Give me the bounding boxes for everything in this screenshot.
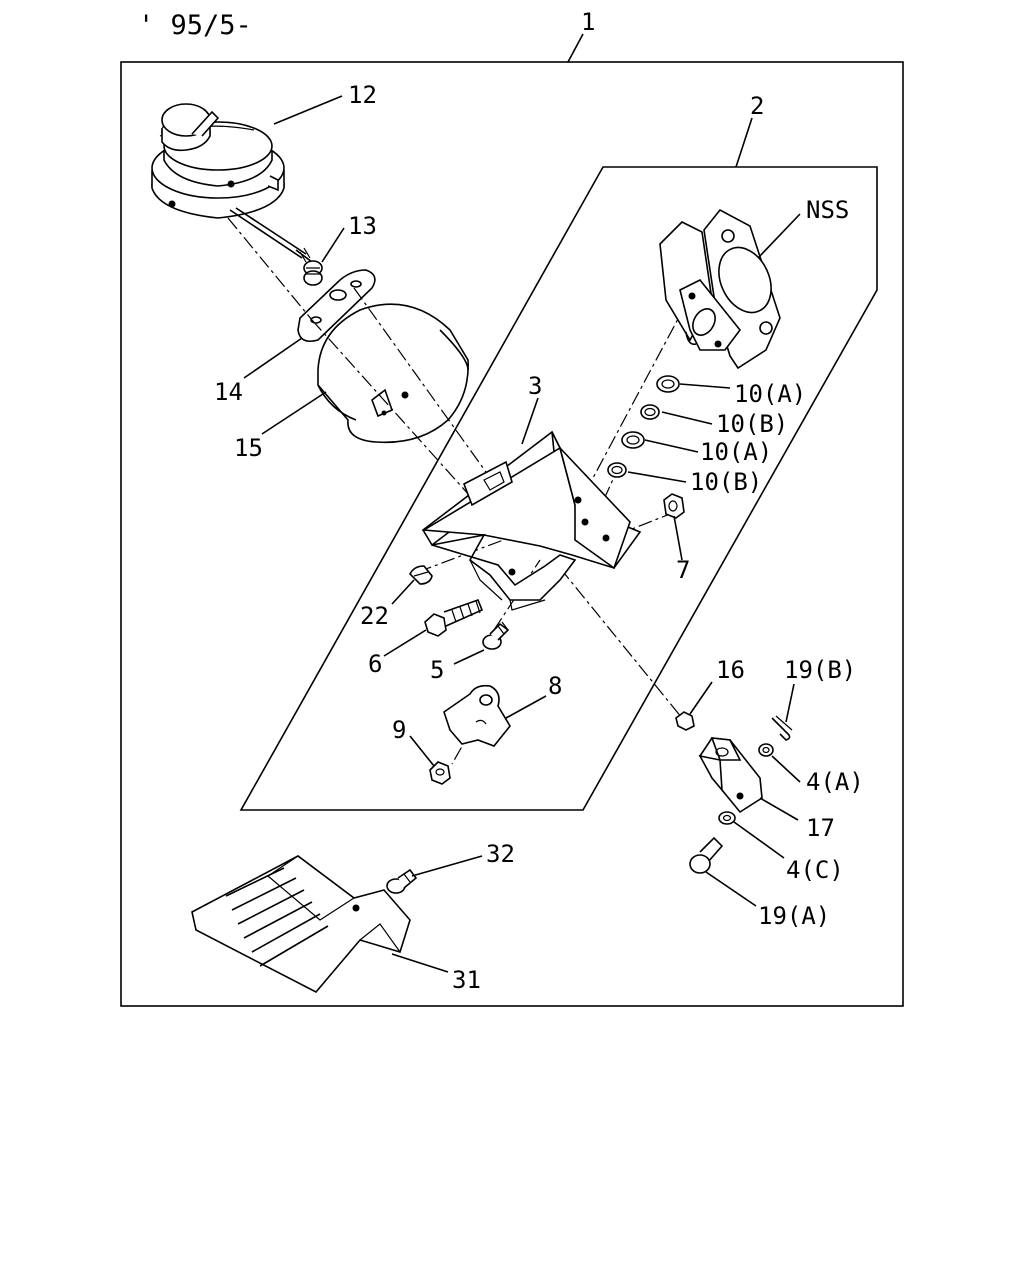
callout-22: 22 [360, 602, 389, 630]
callout-10a-upper: 10(A) [734, 380, 806, 408]
callout-19a: 19(A) [758, 902, 830, 930]
callout-31: 31 [452, 966, 481, 994]
callout-8: 8 [548, 672, 562, 700]
lever-17 [698, 737, 763, 814]
leader-lines [243, 33, 801, 973]
washer-4c [718, 811, 736, 825]
callout-2: 2 [750, 92, 764, 120]
callout-6: 6 [368, 650, 382, 678]
callout-7: 7 [676, 556, 690, 584]
nut-13 [303, 260, 323, 286]
callout-12: 12 [348, 81, 377, 109]
nut-9 [429, 761, 451, 785]
callout-19b: 19(B) [784, 656, 856, 684]
clip-22 [409, 565, 433, 585]
callout-32: 32 [486, 840, 515, 868]
assembly-frame [120, 61, 904, 1007]
washer-stack-10 [607, 375, 680, 478]
callout-15: 15 [234, 434, 263, 462]
nut-7 [663, 493, 685, 519]
callout-4a: 4(A) [806, 768, 864, 796]
callout-14: 14 [214, 378, 243, 406]
nss-flange [659, 208, 781, 370]
sub-assembly-frame [239, 166, 878, 811]
nut-16 [675, 711, 695, 731]
plate-14 [297, 269, 376, 343]
plate-8 [443, 684, 511, 747]
actuator-12 [151, 103, 313, 263]
assembly-centre-lines [227, 217, 687, 765]
washer-4a [758, 743, 774, 757]
bolt-6 [424, 598, 484, 637]
callout-10a-lower: 10(A) [700, 438, 772, 466]
bolt-5 [482, 621, 510, 650]
callout-10b-lower: 10(B) [690, 468, 762, 496]
callout-4c: 4(C) [786, 856, 844, 884]
callout-17: 17 [806, 814, 835, 842]
callout-16: 16 [716, 656, 745, 684]
pin-19b [771, 715, 793, 741]
guard-31 [191, 855, 411, 994]
callout-nss: NSS [806, 196, 849, 224]
callout-9: 9 [392, 716, 406, 744]
cover-15 [317, 303, 469, 444]
callout-13: 13 [348, 212, 377, 240]
bolt-32 [386, 868, 418, 894]
callout-1: 1 [581, 8, 595, 36]
callout-5: 5 [430, 656, 444, 684]
bracket-3 [421, 430, 642, 611]
callout-3: 3 [528, 372, 542, 400]
pin-19a [689, 836, 724, 874]
date-code: ' 95/5- [138, 10, 252, 41]
callout-10b-upper: 10(B) [716, 410, 788, 438]
